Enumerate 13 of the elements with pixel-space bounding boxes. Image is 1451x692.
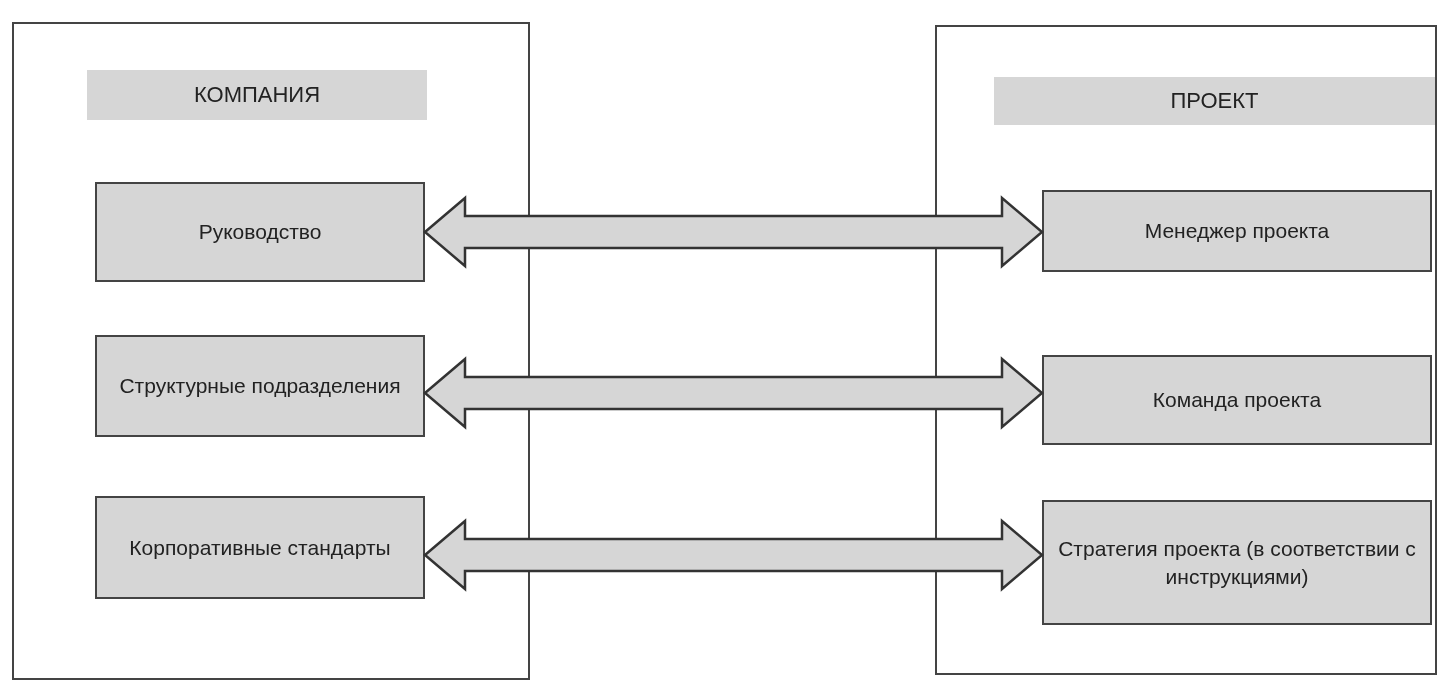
process-box: Менеджер проекта — [1042, 190, 1432, 272]
group-frame — [12, 22, 530, 680]
process-box: Структурные подразделения — [95, 335, 425, 437]
double-block-arrow — [423, 518, 1044, 592]
group-heading: ПРОЕКТ — [994, 77, 1435, 125]
process-box: Корпоративные стандарты — [95, 496, 425, 599]
process-box: Команда проекта — [1042, 355, 1432, 445]
group-frame — [935, 25, 1437, 675]
process-box: Руководство — [95, 182, 425, 282]
process-box: Стратегия проекта (в соответствии с инструкциями) — [1042, 500, 1432, 625]
group-heading: КОМПАНИЯ — [87, 70, 427, 120]
double-block-arrow — [423, 195, 1044, 269]
double-block-arrow — [423, 356, 1044, 430]
